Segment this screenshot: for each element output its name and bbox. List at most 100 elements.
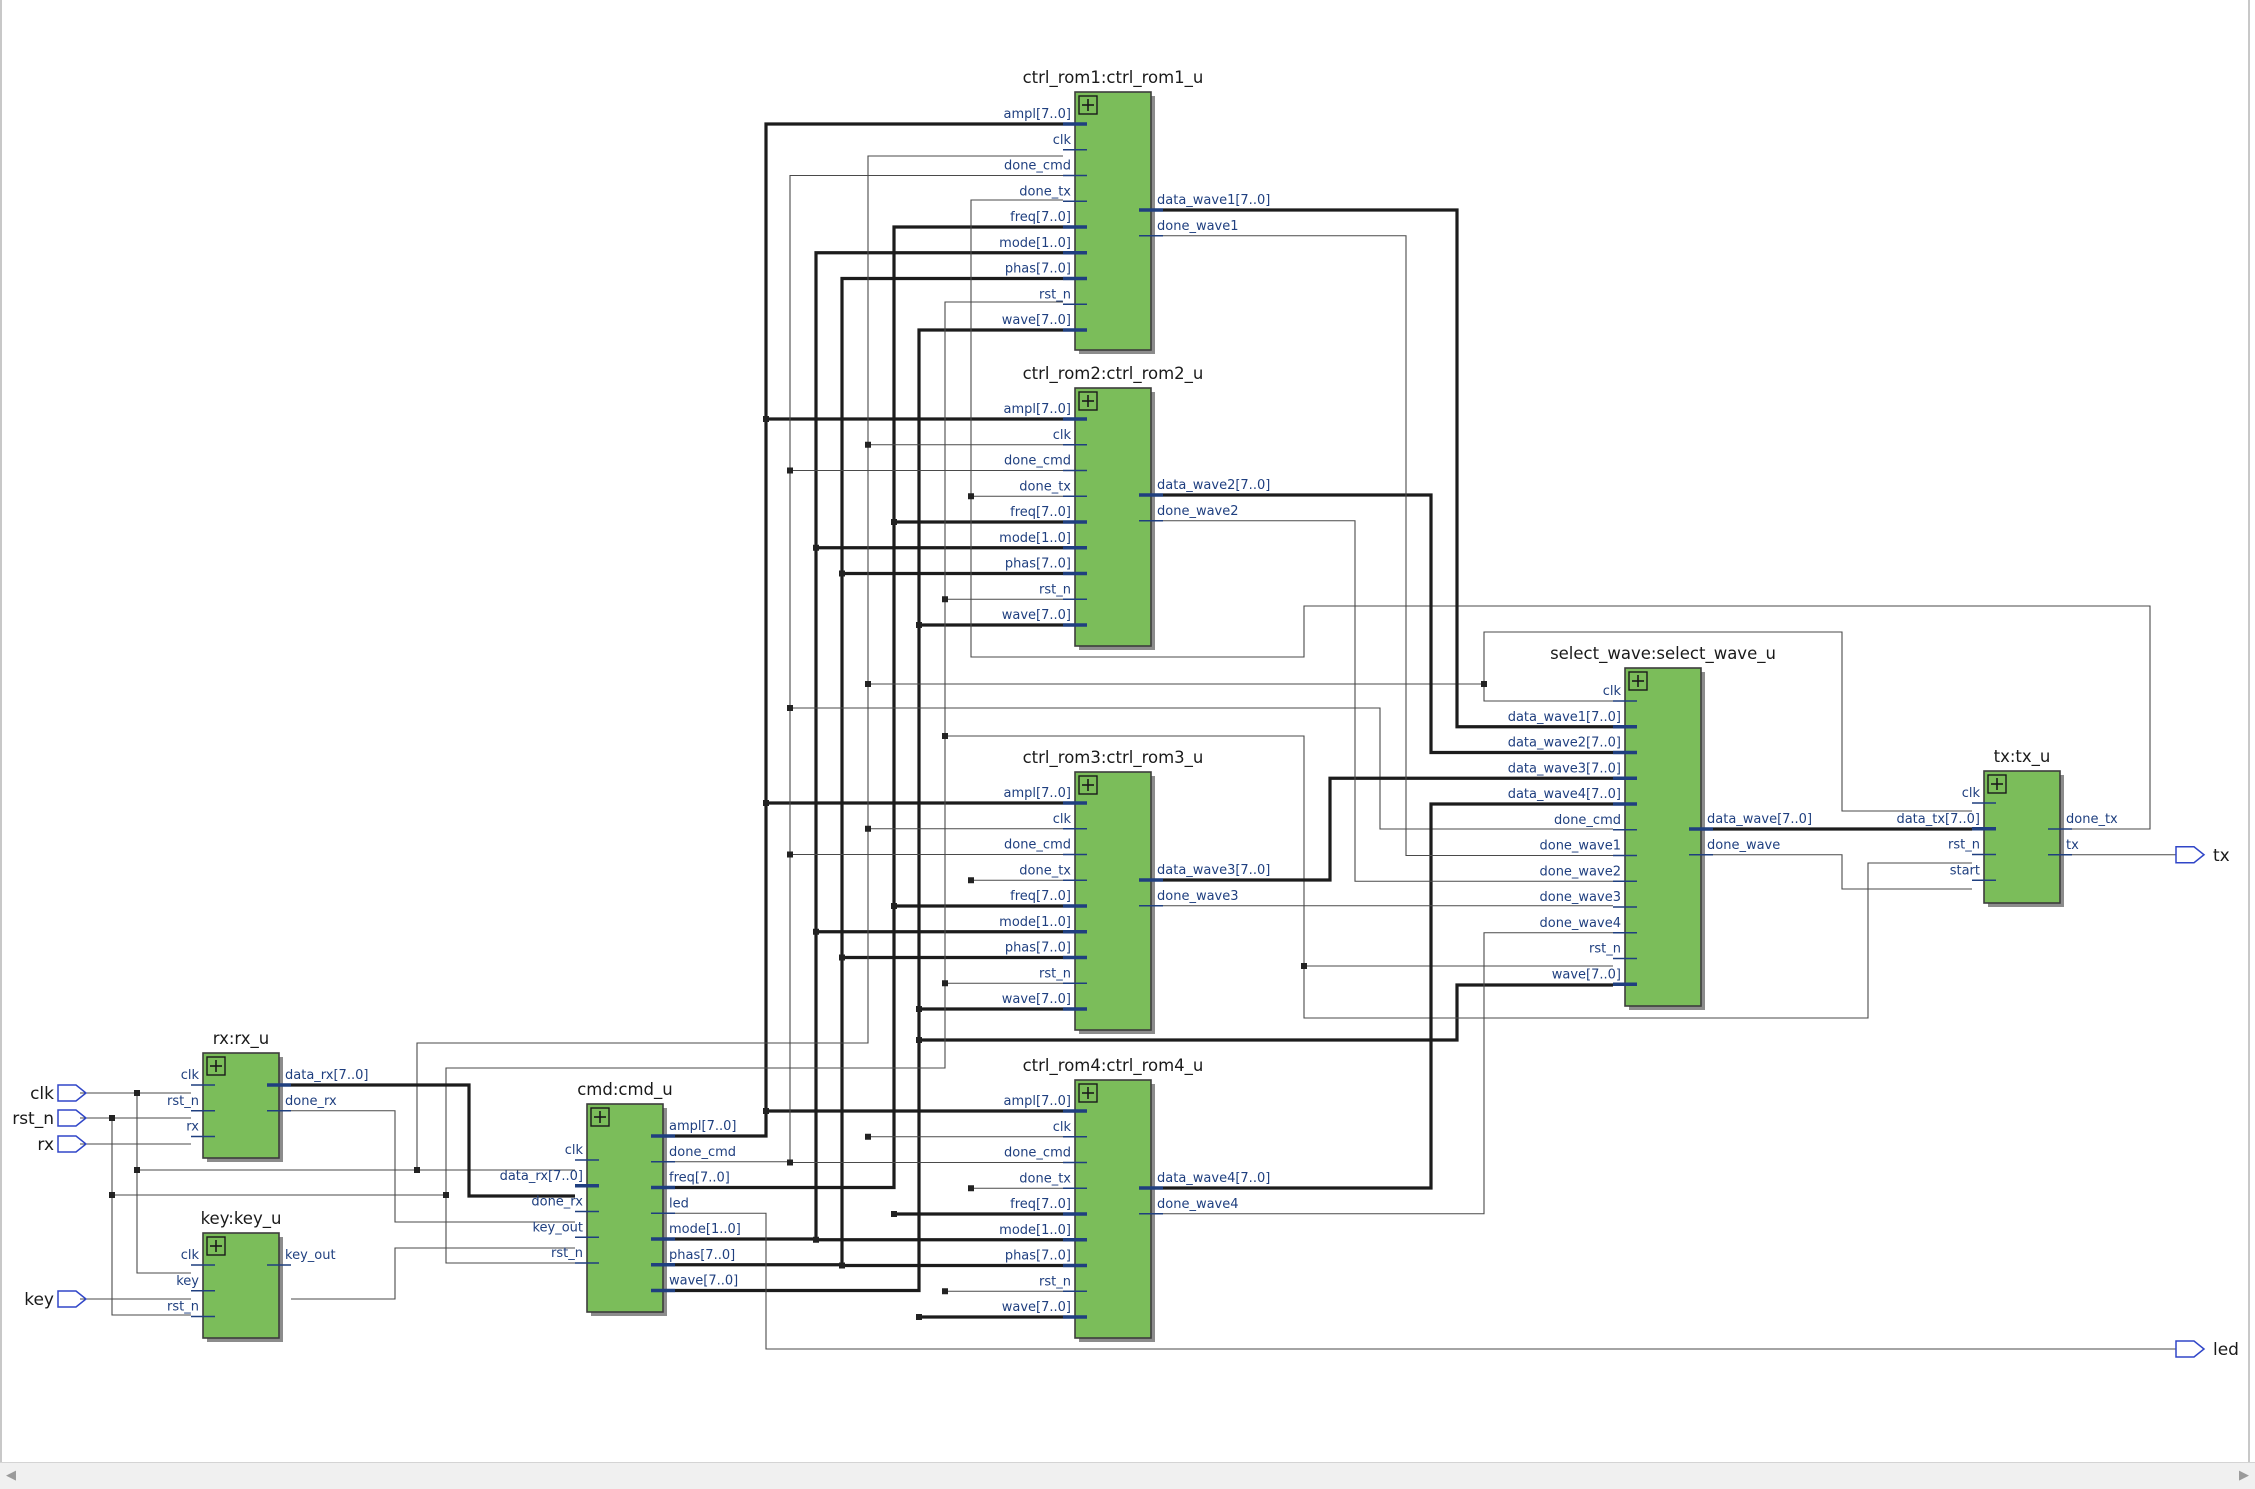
plus-box-icon[interactable] <box>1078 1083 1098 1103</box>
input-pin-label: mode[1..0] <box>999 531 1071 546</box>
output-pin-label: freq[7..0] <box>669 1171 730 1186</box>
bus-wire <box>675 276 1063 1267</box>
output-pin-label: data_rx[7..0] <box>285 1068 368 1083</box>
block-rom3[interactable]: ctrl_rom3:ctrl_rom3_uampl[7..0]clkdone_c… <box>999 748 1270 1034</box>
output-port-led[interactable]: led <box>2175 1340 2239 1360</box>
output-pin-label: key_out <box>285 1248 336 1263</box>
input-pin-label: done_tx <box>1019 479 1071 494</box>
input-pin-label: clk <box>1962 786 1981 801</box>
plus-box-icon[interactable] <box>590 1107 610 1127</box>
plus-box-icon[interactable] <box>206 1056 226 1076</box>
block-body[interactable] <box>1074 387 1152 647</box>
arrow-left-icon[interactable]: ◀ <box>6 1468 16 1483</box>
junction-dot <box>839 570 845 577</box>
junction-dot <box>865 441 871 448</box>
input-pin-label: wave[7..0] <box>1002 992 1071 1007</box>
junction-dot <box>968 877 974 884</box>
input-port-label: rst_n <box>12 1109 54 1129</box>
block-body[interactable] <box>1624 667 1702 1007</box>
input-pin-label: rx <box>186 1120 199 1135</box>
net-wire <box>136 1093 191 1274</box>
block-cmd[interactable]: cmd:cmd_uclkdata_rx[7..0]done_rxkey_outr… <box>500 1080 741 1316</box>
net-wire <box>291 1110 575 1223</box>
junction-dot <box>813 928 819 935</box>
input-pin-label: mode[1..0] <box>999 915 1071 930</box>
block-rom1[interactable]: ctrl_rom1:ctrl_rom1_uampl[7..0]clkdone_c… <box>999 68 1270 354</box>
bus-wire <box>1163 493 1613 755</box>
net-wire <box>868 631 1972 812</box>
input-pin-label: rst_n <box>551 1246 583 1261</box>
input-port-label: clk <box>30 1084 54 1104</box>
input-pin-label: rst_n <box>167 1300 199 1315</box>
plus-box-icon[interactable] <box>1078 775 1098 795</box>
input-pin-label: rst_n <box>1039 287 1071 302</box>
block-title: ctrl_rom2:ctrl_rom2_u <box>1023 364 1204 384</box>
block-title: tx:tx_u <box>1994 747 2051 767</box>
input-port-clk[interactable]: clk <box>30 1084 88 1104</box>
bus-wire <box>675 225 1063 1190</box>
block-body[interactable] <box>202 1232 280 1339</box>
input-pin-label: phas[7..0] <box>1005 1249 1071 1264</box>
input-pin-label: clk <box>1053 133 1072 148</box>
block-rom4[interactable]: ctrl_rom4:ctrl_rom4_uampl[7..0]clkdone_c… <box>999 1056 1270 1342</box>
junction-dot <box>763 1108 769 1114</box>
arrow-right-icon[interactable]: ▶ <box>2239 1468 2249 1483</box>
input-pin-label: mode[1..0] <box>999 1223 1071 1238</box>
input-port-rst_n[interactable]: rst_n <box>12 1109 88 1129</box>
junction-dot <box>813 1236 819 1243</box>
bus-wire <box>1163 208 1613 729</box>
bus-wire <box>919 983 1613 1042</box>
plus-box-icon[interactable] <box>1078 95 1098 115</box>
output-port-label: tx <box>2213 846 2230 866</box>
input-port-rx[interactable]: rx <box>37 1135 88 1155</box>
output-pin-label: done_wave1 <box>1157 219 1239 234</box>
horizontal-scrollbar[interactable]: ◀ ▶ <box>0 1462 2255 1489</box>
block-sel[interactable]: select_wave:select_wave_uclkdata_wave1[7… <box>1508 644 1812 1010</box>
output-pin-label: ampl[7..0] <box>669 1119 736 1134</box>
input-port-key[interactable]: key <box>24 1290 88 1310</box>
block-body[interactable] <box>1074 91 1152 351</box>
output-pin-label: done_wave4 <box>1157 1197 1239 1212</box>
block-body[interactable] <box>586 1103 664 1313</box>
net-wire <box>416 155 1063 1170</box>
input-pin-label: clk <box>181 1248 200 1263</box>
input-pin-label: rst_n <box>1039 1274 1071 1289</box>
block-body[interactable] <box>202 1052 280 1159</box>
block-body[interactable] <box>1983 770 2061 904</box>
junction-dot <box>414 1167 420 1173</box>
input-pin-label: wave[7..0] <box>1552 967 1621 982</box>
block-tx[interactable]: tx:tx_uclkdata_tx[7..0]rst_nstartdone_tx… <box>1896 747 2118 907</box>
input-pin-label: done_cmd <box>1004 1146 1071 1161</box>
output-pin-label: phas[7..0] <box>669 1248 735 1263</box>
plus-box-icon[interactable] <box>1078 391 1098 411</box>
output-port-tx[interactable]: tx <box>2175 846 2230 866</box>
block-rom2[interactable]: ctrl_rom2:ctrl_rom2_uampl[7..0]clkdone_c… <box>999 364 1270 650</box>
net-wire <box>675 1212 2176 1350</box>
net-wire <box>111 1118 191 1316</box>
bus-wire <box>675 122 1063 1138</box>
input-port-label: key <box>24 1290 54 1310</box>
output-port-label: led <box>2213 1340 2239 1360</box>
junction-dot <box>891 519 897 525</box>
plus-box-icon[interactable] <box>1987 774 2007 794</box>
input-pin-label: data_wave4[7..0] <box>1508 787 1621 802</box>
input-pin-label: data_rx[7..0] <box>500 1169 583 1184</box>
junction-dot <box>865 825 871 832</box>
output-pin-label: data_wave3[7..0] <box>1157 863 1270 878</box>
input-port-icon <box>57 1135 88 1153</box>
input-pin-label: done_cmd <box>1004 159 1071 174</box>
input-pin-label: phas[7..0] <box>1005 941 1071 956</box>
input-pin-label: start <box>1950 863 1980 878</box>
junction-dot <box>942 596 948 603</box>
block-body[interactable] <box>1074 771 1152 1031</box>
plus-box-icon[interactable] <box>206 1236 226 1256</box>
net-wire <box>675 174 1063 1163</box>
block-body[interactable] <box>1074 1079 1152 1339</box>
bus-wire <box>1163 776 1613 882</box>
plus-box-icon[interactable] <box>1628 671 1648 691</box>
input-pin-label: done_cmd <box>1004 454 1071 469</box>
